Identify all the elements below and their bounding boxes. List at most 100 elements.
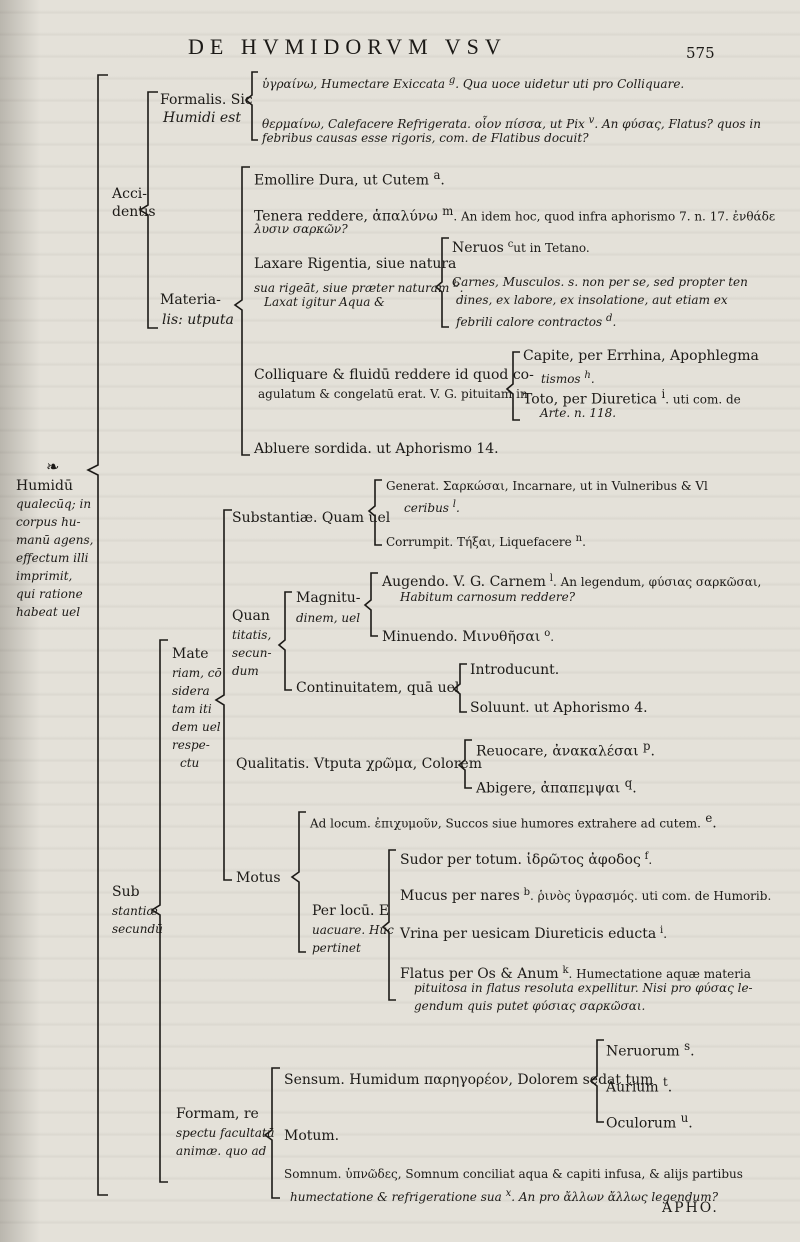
- brace-quantitatis: [277, 591, 292, 691]
- brace-substantiae: [150, 639, 168, 1183]
- line-qualitatis: Qualitatis. Vtputa χρῶμα, Colorem: [236, 756, 482, 772]
- line-generat: Generat. Σαρκώσαι, Incarnare, ut in Vuln…: [386, 479, 708, 493]
- sub-label-2: stantiæ: [112, 904, 158, 918]
- humidum-label-3: corpus hu-: [16, 515, 81, 529]
- page-number: 575: [686, 44, 715, 62]
- formalis-label-2: Humidi est: [163, 110, 241, 126]
- materialis-label: Materia-: [160, 292, 221, 308]
- line-flatus-3: gendum quis putet φύσιας σαρκῶσαι.: [414, 999, 646, 1013]
- brace-continuitatem: [452, 663, 467, 713]
- line-introducunt: Introducunt.: [470, 662, 560, 678]
- line-thermaino-2: febribus causas esse rigoris, com. de Fl…: [262, 131, 589, 145]
- brace-materiam: [214, 509, 232, 881]
- line-capite-2: tismos h.: [541, 370, 595, 386]
- line-laxare-2: sua rigeāt, siue præter naturam b.: [254, 279, 464, 295]
- mat-label-3: sidera: [172, 684, 210, 698]
- line-motum: Motum.: [284, 1128, 340, 1144]
- line-laxare-3: Laxat igitur Aqua &: [264, 295, 385, 309]
- brace-laxare: [434, 237, 449, 328]
- materialis-label-2: lis: utputa: [162, 312, 234, 328]
- mat-label-5: dem uel: [172, 720, 221, 734]
- line-somnum: Somnum. ὑπνῶδες, Somnum conciliat aqua &…: [284, 1167, 743, 1181]
- accidentis-label-2: dentis: [112, 204, 156, 220]
- line-carnes-2: dines, ex labore, ex insolatione, aut et…: [456, 293, 728, 307]
- formam-label-3: animæ. quo ad: [176, 1144, 267, 1158]
- magnitu-label: Magnitu-: [296, 590, 361, 606]
- accidentis-label: Acci-: [112, 186, 147, 202]
- line-oculorum: Oculorum u.: [606, 1111, 693, 1132]
- line-colliquare: Colliquare & fluidū reddere id quod co-: [254, 367, 534, 383]
- quan-label-2: titatis,: [232, 628, 272, 642]
- perlocu-label-2: uacuare. Huc: [312, 923, 394, 937]
- brace-motus: [290, 811, 306, 953]
- line-aurium: Aurium t.: [606, 1075, 673, 1096]
- brace-magnitudinem: [363, 572, 378, 637]
- line-mucus: Mucus per nares b. ῥινὸς ὑγρασμός. uti c…: [400, 887, 772, 904]
- humidum-label-6: imprimit,: [16, 569, 73, 583]
- line-abigere: Abigere, ἀπαπεμψαι q.: [476, 776, 637, 797]
- line-toto: Toto, per Diuretica i. uti com. de: [523, 387, 741, 408]
- line-flatus: Flatus per Os & Anum k. Humectatione aqu…: [400, 965, 751, 982]
- brace-generat: [367, 479, 382, 546]
- line-augendo-2: Habitum carnosum reddere?: [400, 590, 576, 604]
- line-soluunt: Soluunt. ut Aphorismo 4.: [470, 700, 648, 716]
- line-neruorum: Neruorum s.: [606, 1039, 695, 1060]
- running-head: DE HVMIDORVM VSV: [188, 34, 507, 59]
- mat-label-6: respe-: [172, 738, 210, 752]
- humidum-label-2: qualecūq; in: [16, 497, 92, 511]
- humidum-label-1: Humidū: [16, 478, 73, 494]
- line-carnes: Carnes, Musculos. s. non per se, sed pro…: [452, 275, 748, 289]
- gutter-shadow: [0, 0, 40, 1242]
- line-vrina: Vrina per uesicam Diureticis educta i.: [400, 925, 668, 942]
- mat-label-4: tam iti: [172, 702, 212, 716]
- fleuron-ornament: ❧: [46, 457, 60, 476]
- mat-label-2: riam, cō: [172, 666, 222, 680]
- line-corrumpit: Corrumpit. Τήξαι, Liquefacere n.: [386, 533, 586, 549]
- sub-label-1: Sub: [112, 884, 140, 900]
- line-neruos: Neruos cut in Tetano.: [452, 239, 590, 256]
- line-substantiae: Substantiæ. Quam uel: [232, 510, 391, 526]
- line-colliquare-2: agulatum & congelatū erat. V. G. pituita…: [258, 387, 528, 401]
- line-augendo: Augendo. V. G. Carnem l. An legendum, φύ…: [382, 573, 762, 590]
- motus-label: Motus: [236, 870, 281, 886]
- mat-label-7: ctu: [180, 756, 200, 770]
- line-somnum-2: humectatione & refrigeratione sua x. An …: [290, 1188, 719, 1204]
- mat-label-1: Mate: [172, 646, 209, 662]
- perlocu-label-1: Per locū. E: [312, 903, 390, 919]
- brace-accidentis: [138, 91, 158, 329]
- line-adlocum: Ad locum. ἐπιχυμοῦν, Succos siue humores…: [310, 811, 717, 832]
- brace-colliquare: [505, 351, 520, 421]
- humidum-label-7: qui ratione: [16, 587, 83, 601]
- line-abluere: Abluere sordida. ut Aphorismo 14.: [254, 441, 499, 457]
- line-flatus-2: pituitosa in flatus resoluta expellitur.…: [414, 981, 753, 995]
- brace-materialis: [233, 166, 250, 456]
- line-carnes-3: febrili calore contractos d.: [456, 313, 617, 329]
- brace-humidum: [86, 74, 108, 1196]
- magnitu-label-2: dinem, uel: [296, 611, 361, 625]
- humidum-label-5: effectum illi: [16, 551, 89, 565]
- formalis-label: Formalis. Sic: [160, 92, 253, 108]
- line-sudor: Sudor per totum. ἱδρῶτος ἀφοδος f.: [400, 851, 653, 868]
- line-toto-2: Arte. n. 118.: [540, 406, 617, 420]
- quan-label-4: dum: [232, 664, 259, 678]
- line-hygraino: ὑγραίνω, Humectare Exiccata g. Qua uoce …: [262, 75, 685, 91]
- brace-perlocum: [381, 849, 396, 1001]
- line-reuocare: Reuocare, ἀνακαλέσαι p.: [476, 739, 655, 760]
- line-emollire: Emollire Dura, ut Cutem a.: [254, 168, 445, 189]
- line-thermaino: θερμαίνω, Calefacere Refrigerata. οἷον π…: [262, 115, 761, 131]
- formam-label-2: spectu facultatū: [176, 1126, 275, 1140]
- line-continuitatem: Continuitatem, quā uel: [296, 680, 460, 696]
- brace-sensum: [589, 1039, 604, 1123]
- brace-qualitatis: [457, 739, 472, 789]
- brace-formam: [263, 1067, 280, 1199]
- line-laxare: Laxare Rigentia, siue natura: [254, 256, 457, 272]
- catchword: APHO.: [662, 1200, 719, 1216]
- line-tenera-2: λυσιν σαρκῶν?: [254, 222, 348, 236]
- line-tenera: Tenera reddere, ἁπαλύνω m. An idem hoc, …: [254, 204, 776, 225]
- line-generat-2: ceribus l.: [404, 499, 460, 515]
- humidum-label-4: manū agens,: [16, 533, 94, 547]
- humidum-label-8: habeat uel: [16, 605, 81, 619]
